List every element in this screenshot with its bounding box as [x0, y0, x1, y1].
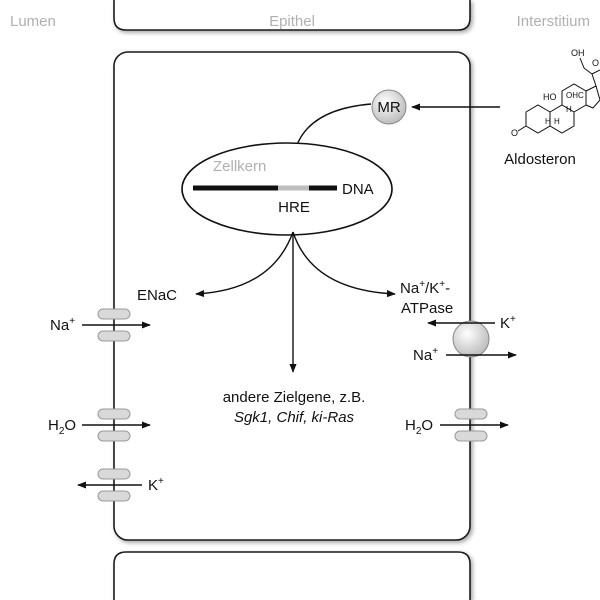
na-lumen-label: Na+ [50, 316, 75, 334]
region-interstitium: Interstitium [517, 13, 590, 30]
region-lumen: Lumen [10, 13, 56, 30]
mol-label-oh3: OHC [566, 91, 584, 100]
na-k-atpase-pump [452, 320, 490, 358]
mol-label-oh1: OH [571, 48, 585, 58]
h2o-interstitium-label: H2O [405, 417, 433, 437]
mol-label-h2: H [566, 105, 572, 114]
other-genes-label: andere Zielgene, z.B. [223, 389, 366, 406]
atpase-label-line1: Na+/K+- [400, 279, 450, 297]
arrow-to-atpase [292, 231, 396, 298]
romk-channel [97, 468, 131, 502]
other-genes-list: Sgk1, Chif, ki-Ras [234, 409, 355, 426]
dna-label: DNA [342, 181, 374, 198]
aquaporin-channel-right [454, 408, 488, 442]
enac-channel [97, 308, 131, 342]
region-epithel: Epithel [269, 13, 315, 30]
arrow-to-enac [195, 231, 294, 298]
nucleus-label: Zellkern [213, 158, 266, 175]
atpase-label-line2: ATPase [401, 300, 453, 317]
enac-label: ENaC [137, 287, 177, 304]
k-interstitium-label: K+ [500, 314, 516, 332]
neighbor-cell-bottom [113, 551, 471, 600]
hormone-label: Aldosteron [504, 151, 576, 168]
mol-label-h1: H [554, 117, 560, 126]
mol-label-o2: O [592, 58, 599, 68]
mol-label-h3: H [545, 117, 551, 126]
aldosterone-molecule-icon [517, 57, 600, 134]
h2o-lumen-label: H2O [48, 417, 76, 437]
mineralocorticoid-receptor [371, 89, 407, 125]
neighbor-cell-top [113, 0, 471, 31]
hre-label: HRE [278, 199, 310, 216]
na-interstitium-label: Na+ [413, 346, 438, 364]
receptor-label: MR [377, 99, 400, 116]
mol-label-o1: O [511, 128, 518, 138]
mol-label-oh2: HO [543, 92, 557, 102]
k-lumen-label: K+ [148, 476, 164, 494]
aquaporin-channel-left [97, 408, 131, 442]
